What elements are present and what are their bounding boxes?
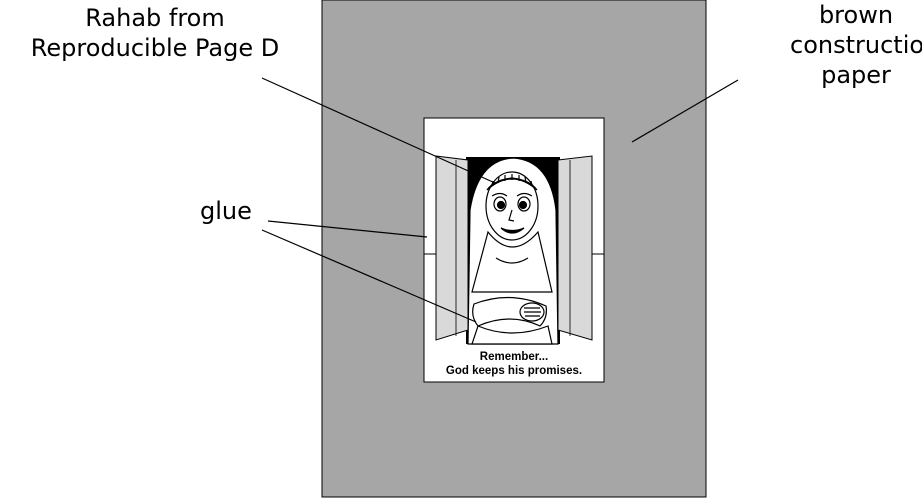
rahab-figure xyxy=(467,157,559,345)
label-brown-line1: brown xyxy=(818,1,894,29)
leader-glue-bottom xyxy=(261,229,477,323)
label-rahab: Rahab from Reproducible Page D xyxy=(0,3,310,63)
label-brown-line3: paper xyxy=(821,61,891,89)
left-door-flap xyxy=(435,155,469,341)
label-brown-line2: construction xyxy=(790,31,922,59)
label-glue: glue xyxy=(200,197,252,225)
label-rahab-line2: Reproducible Page D xyxy=(30,34,280,62)
card-caption-line2: God keeps his promises. xyxy=(446,365,582,377)
leader-rahab xyxy=(261,77,496,184)
label-brown-paper: brown construction paper xyxy=(790,0,922,90)
label-rahab-line1: Rahab from xyxy=(85,4,225,32)
right-door-flap xyxy=(557,155,593,341)
leader-glue-top xyxy=(267,220,428,238)
card-caption-line1: Remember... xyxy=(480,351,548,363)
leader-brown xyxy=(631,79,739,143)
